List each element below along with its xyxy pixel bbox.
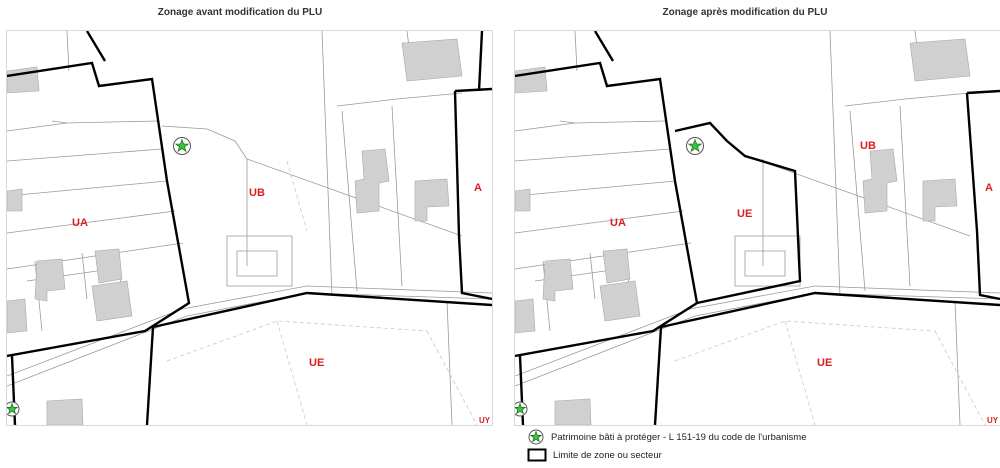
buildings — [7, 38, 463, 425]
zone-boundary-icon — [527, 448, 547, 462]
dashed-parcels — [674, 320, 986, 425]
legend-label-heritage: Patrimoine bâti à protéger - L 151-19 du… — [551, 431, 807, 443]
heritage-star-icon — [528, 429, 544, 445]
map-before[interactable]: UA UB UE A UY — [6, 30, 493, 426]
map-after-canvas: UA UB UE UE A UY — [515, 31, 1000, 425]
map-title-before: Zonage avant modification du PLU — [157, 7, 323, 18]
zone-label-ue: UE — [817, 357, 832, 369]
zone-label-ub: UB — [249, 187, 265, 199]
zone-label-partial: UY — [987, 416, 999, 425]
zone-label-a: A — [985, 182, 993, 194]
heritage-star-1[interactable] — [686, 137, 704, 155]
legend: Patrimoine bâti à protéger - L 151-19 du… — [527, 428, 806, 464]
dashed-parcels — [166, 160, 478, 425]
map-before-canvas: UA UB UE A UY — [7, 31, 492, 425]
buildings — [515, 38, 971, 425]
zone-label-ua: UA — [610, 217, 626, 229]
parcels — [7, 31, 492, 425]
legend-item-heritage: Patrimoine bâti à protéger - L 151-19 du… — [527, 428, 806, 446]
zone-boundaries — [7, 31, 492, 425]
heritage-star-2[interactable] — [7, 401, 20, 417]
parcels — [515, 31, 1000, 425]
zone-label-partial: UY — [479, 416, 491, 425]
zone-label-ue: UE — [309, 357, 324, 369]
heritage-star-2[interactable] — [515, 401, 528, 417]
map-title-after: Zonage après modification du PLU — [662, 7, 828, 18]
zone-boundaries — [515, 31, 1000, 425]
map-after[interactable]: UA UB UE UE A UY — [514, 30, 1000, 426]
zone-label-ub: UB — [860, 140, 876, 152]
legend-item-boundary: Limite de zone ou secteur — [527, 446, 806, 464]
zone-label-a: A — [474, 182, 482, 194]
heritage-star-1[interactable] — [173, 137, 191, 155]
zone-label-ue-new: UE — [737, 208, 752, 220]
zone-label-ua: UA — [72, 217, 88, 229]
legend-label-boundary: Limite de zone ou secteur — [553, 449, 662, 461]
